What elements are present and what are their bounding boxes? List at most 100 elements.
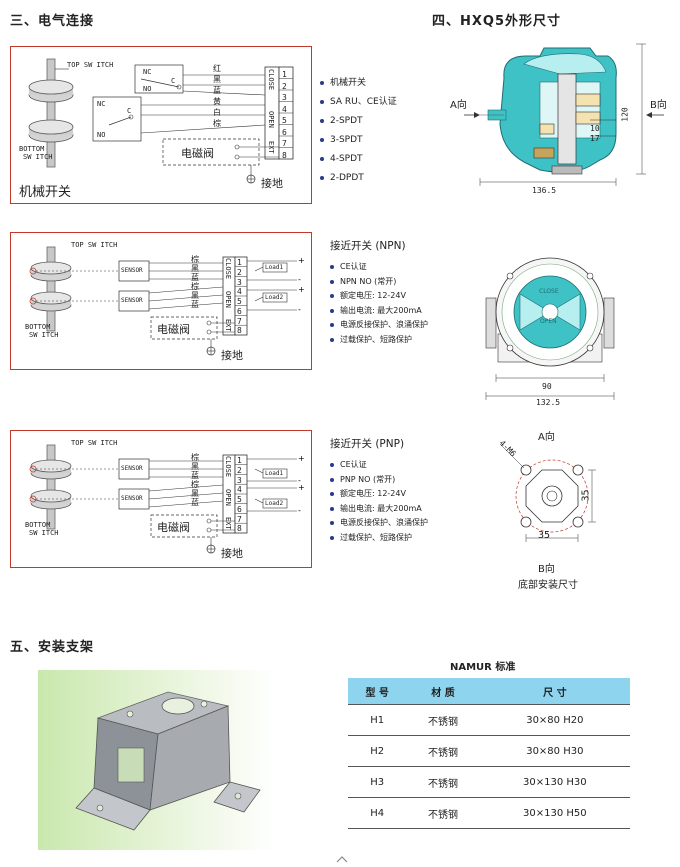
top-view-close-label: CLOSE [539, 288, 559, 295]
width-1325-dimension: 132.5 [536, 398, 561, 407]
terminal-1: 1 [237, 456, 242, 465]
terminal-5: 5 [237, 297, 242, 306]
side-a-direction: A向 [450, 100, 467, 111]
wire-6-label: 蓝 [191, 498, 199, 507]
chevron-up-icon[interactable] [336, 848, 348, 863]
npn-features-list: CE认证 NPN NO (常开) 额定电压: 12-24V 输出电流: 最大20… [330, 260, 428, 347]
bracket-photo [38, 670, 276, 850]
open-label: OPEN [224, 489, 232, 506]
table-row: H2 不锈钢 30×80 H30 [348, 735, 630, 767]
wire-3-label: 蓝 [191, 273, 199, 282]
cell-model: H3 [348, 766, 407, 798]
pnp-wiring-panel: + - + - TOP SW ITCH BOTTOM SW ITCH SENSO… [10, 430, 312, 568]
feature-item: NPN NO (常开) [330, 275, 428, 290]
svg-text:+: + [298, 256, 305, 265]
sensor-1-label: SENSOR [121, 267, 143, 274]
cell-model: H2 [348, 735, 407, 767]
feature-item: 额定电压: 12-24V [330, 289, 428, 304]
top-view-open-label: OPEN [540, 318, 557, 325]
terminal-8: 8 [237, 326, 242, 336]
terminal-6: 6 [237, 504, 242, 514]
svg-text:+: + [298, 483, 305, 492]
terminal-2: 2 [237, 465, 242, 475]
terminal-7: 7 [237, 316, 242, 326]
open-label: OPEN [224, 291, 232, 308]
header-material: 材 质 [406, 678, 480, 705]
bracket-spec-table: 型 号 材 质 尺 寸 H1 不锈钢 30×80 H20 H2 不锈钢 30×8… [348, 678, 630, 829]
terminal-4: 4 [237, 287, 242, 297]
terminal-7: 7 [237, 514, 242, 524]
top-no-label: NO [143, 85, 152, 93]
bottom-switch-line-2: SW ITCH [29, 331, 59, 339]
feature-item: 电源反接保护、浪涌保护 [330, 516, 428, 531]
bottom-c-label: C [127, 107, 132, 115]
svg-text:-: - [298, 305, 301, 314]
bottom-mount-drawing [499, 443, 596, 542]
ground-label: 接地 [221, 349, 243, 362]
open-label: OPEN [267, 111, 275, 128]
svg-text:-: - [298, 275, 301, 284]
load2-label: Load2 [265, 294, 284, 301]
ground-label: 接地 [261, 177, 283, 190]
feature-item: PNP NO (常开) [330, 473, 428, 488]
terminal-numbers: 1 2 3 4 5 6 7 8 [282, 69, 287, 161]
cell-size: 30×130 H50 [479, 797, 630, 829]
mechanical-features-list: 机械开关 SA RU、CE认证 2-SPDT 3-SPDT 4-SPDT 2-D… [320, 74, 397, 188]
table-row: H3 不锈钢 30×130 H30 [348, 766, 630, 798]
feature-item: CE认证 [330, 458, 428, 473]
bottom-switch-label: BOTTOM SW ITCH [19, 145, 53, 161]
width-90-dimension: 90 [542, 382, 552, 391]
wire-yellow-label: 黄 [213, 97, 221, 106]
dim-10: 10 [590, 124, 600, 133]
feature-item: 额定电压: 12-24V [330, 487, 428, 502]
bracket-section-title: 五、安装支架 [10, 640, 95, 655]
bottom-switch-line-1: BOTTOM [25, 323, 51, 331]
top-switch-label: TOP SW ITCH [67, 61, 114, 69]
feature-item: 过载保护、短路保护 [330, 333, 428, 348]
feature-item: 3-SPDT [320, 131, 397, 150]
solenoid-label: 电磁阀 [181, 147, 214, 160]
wire-5-label: 黑 [191, 489, 199, 498]
bottom-switch-line-2: SW ITCH [29, 529, 59, 537]
close-label: CLOSE [267, 69, 275, 91]
terminal-4: 4 [282, 104, 287, 114]
ext-label: EXT [224, 517, 232, 530]
dim-17: 17 [590, 134, 600, 143]
side-b-direction: B向 [650, 100, 667, 111]
wire-4-label: 棕 [191, 480, 199, 489]
load1-label: Load1 [265, 470, 284, 477]
bottom-nc-label: NC [97, 100, 106, 108]
npn-wiring-panel: + - + - TOP SW ITCH BOTTOM SW ITCH SENSO… [10, 232, 312, 370]
cell-material: 不锈钢 [406, 704, 480, 736]
bottom-switch-line-1: BOTTOM [19, 145, 45, 153]
bottom-dim-35-vertical: 35 [580, 489, 592, 502]
ground-label: 接地 [221, 547, 243, 560]
wire-1-label: 棕 [191, 453, 199, 462]
terminal-7: 7 [282, 139, 287, 148]
bottom-switch-line-1: BOTTOM [25, 521, 51, 529]
bottom-b-direction: B向 [538, 564, 555, 575]
pnp-features-list: CE认证 PNP NO (常开) 额定电压: 12-24V 输出电流: 最大20… [330, 458, 428, 545]
npn-title: 接近开关 (NPN) [330, 240, 406, 252]
mounting-bracket-image [75, 691, 261, 831]
terminal-1: 1 [282, 70, 287, 79]
cell-size: 30×130 H30 [479, 766, 630, 798]
feature-item: 2-SPDT [320, 112, 397, 131]
top-switch-label: TOP SW ITCH [71, 241, 118, 249]
feature-item: 机械开关 [320, 74, 397, 93]
bottom-switch-label: BOTTOM SW ITCH [25, 323, 59, 339]
header-size: 尺 寸 [479, 678, 630, 705]
terminal-8: 8 [282, 150, 287, 160]
close-label: CLOSE [224, 258, 232, 280]
table-title: NAMUR 标准 [450, 662, 516, 673]
wire-2-label: 黑 [191, 462, 199, 471]
terminal-5: 5 [282, 116, 287, 125]
top-view-drawing [485, 257, 615, 400]
cell-material: 不锈钢 [406, 797, 480, 829]
top-nc-label: NC [143, 68, 152, 76]
npn-wiring-diagram: + - + - [29, 246, 305, 356]
wire-black-label: 黑 [213, 75, 221, 84]
feature-item: 电源反接保护、浪涌保护 [330, 318, 428, 333]
solenoid-label: 电磁阀 [157, 323, 190, 336]
bottom-mount-caption: 底部安装尺寸 [518, 580, 578, 591]
